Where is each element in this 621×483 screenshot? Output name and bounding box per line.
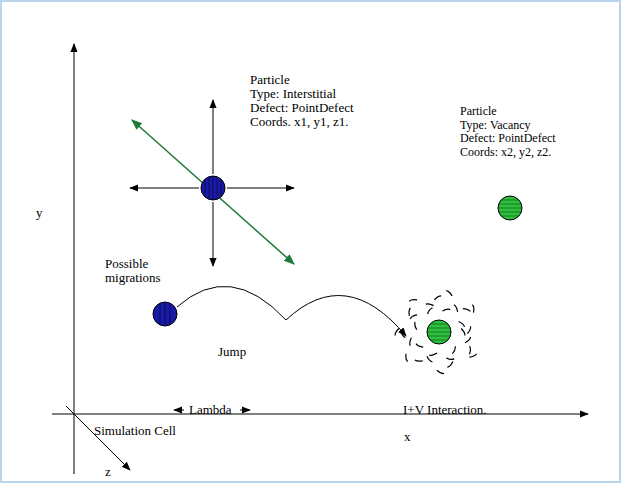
interaction-vacancy: I+V Interaction. <box>427 320 451 344</box>
cell-label: Simulation Cell <box>94 424 176 438</box>
migration-arrow <box>213 202 214 266</box>
particle-property: Coords: x2, y2, z2. <box>460 146 556 160</box>
jump-arc <box>286 296 406 337</box>
particle-circle <box>497 195 523 221</box>
jump-label: Jump <box>218 345 246 359</box>
interstitial-particle <box>153 302 177 326</box>
particle-property: Defect: PointDefect <box>250 101 354 115</box>
particle-property: Type: Vacancy <box>460 119 556 133</box>
x-axis <box>52 414 588 415</box>
interaction-cloud <box>395 291 477 374</box>
particle-heading: Particle <box>250 73 354 87</box>
lambda-arrow <box>240 410 250 411</box>
particle-property: Coords. x1, y1, z1. <box>250 115 354 129</box>
migration-arrow <box>213 100 214 174</box>
axis-label: x <box>404 430 411 444</box>
particle-heading: Particle <box>460 105 556 119</box>
particle-label: I+V Interaction. <box>403 403 487 417</box>
axis-label: y <box>36 206 43 220</box>
particle-stripes <box>160 302 170 326</box>
lambda-arrow <box>174 410 184 411</box>
particle-heading: I+V Interaction. <box>403 403 487 417</box>
particle-label: ParticleType: VacancyDefect: PointDefect… <box>460 105 556 159</box>
migrations-label: Possible migrations <box>105 257 177 285</box>
axis-label: z <box>105 465 111 479</box>
vacancy-particle: ParticleType: VacancyDefect: PointDefect… <box>498 196 522 220</box>
migration-arrow <box>227 188 294 189</box>
y-axis <box>74 44 75 474</box>
migration-arrow <box>130 188 199 189</box>
particle-circle <box>200 175 226 201</box>
interstitial-particle: ParticleType: InterstitialDefect: PointD… <box>201 176 225 200</box>
particle-property: Defect: PointDefect <box>460 132 556 146</box>
lambda-label: Lambda <box>189 403 232 417</box>
particle-label: ParticleType: InterstitialDefect: PointD… <box>250 73 354 129</box>
jump-arc <box>177 286 286 320</box>
particle-circle <box>426 319 452 345</box>
diagonal-migration-arrow <box>132 120 294 264</box>
z-axis <box>66 406 130 470</box>
particle-property: Type: Interstitial <box>250 87 354 101</box>
